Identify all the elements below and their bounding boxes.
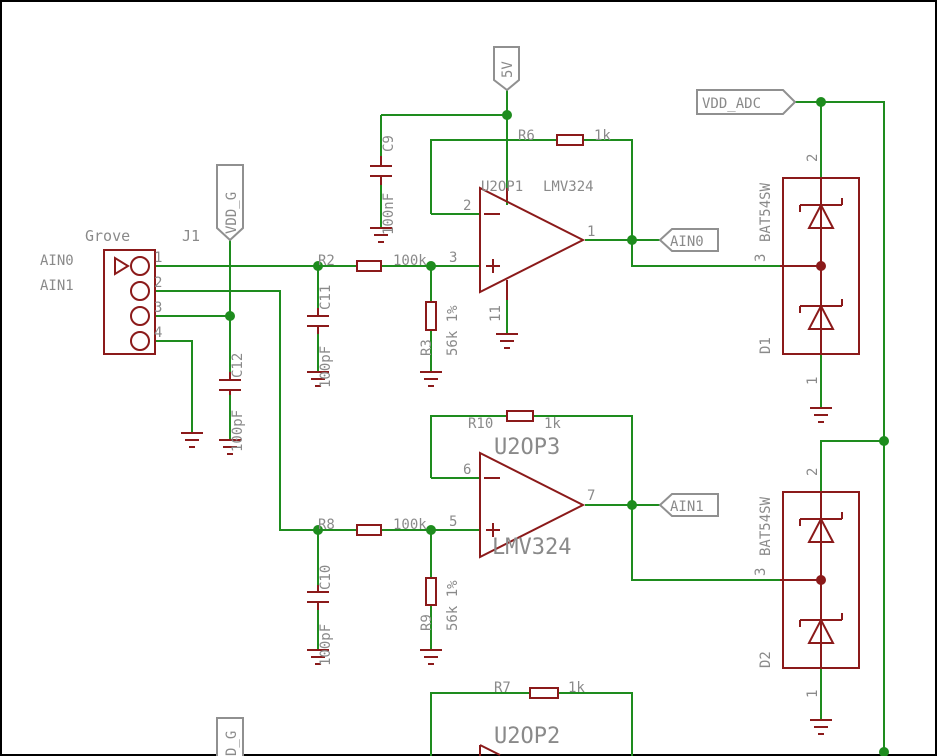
power-label-5v: 5V xyxy=(493,46,520,92)
diode-d1: BAT54SW D1 2 3 1 xyxy=(753,154,860,385)
capacitor-c9-ref: C9 xyxy=(381,135,397,152)
diode-d2-pin-3: 3 xyxy=(753,568,769,576)
capacitor-c11-ref: C11 xyxy=(318,285,334,310)
opamp-u2op1-value: LMV324 xyxy=(543,179,594,195)
diode-d2-value: BAT54SW xyxy=(758,496,774,556)
diode-d2-pin-1: 1 xyxy=(805,690,821,698)
net-label-vdd-adc: VDD_ADC xyxy=(696,89,797,115)
resistor-r9-ref: R9 xyxy=(419,614,435,631)
resistor-r8-value: 100k xyxy=(393,517,427,533)
opamp-u2op1-pin-out: 1 xyxy=(587,224,595,240)
resistor-r10-ref: R10 xyxy=(468,416,493,432)
ground-symbols xyxy=(181,227,832,735)
opamp-u2op1-pin-plus: 3 xyxy=(449,250,457,266)
resistor-r8-ref: R8 xyxy=(318,517,335,533)
resistor-r8: R8 100k xyxy=(318,517,427,536)
resistor-r2: R2 100k xyxy=(318,253,427,272)
connector-label-ain1: AIN1 xyxy=(40,278,74,294)
resistor-r7-value: 1k xyxy=(568,680,585,696)
capacitor-c10-ref: C10 xyxy=(318,565,334,590)
opamp-u2op2: U2OP2 xyxy=(479,724,560,756)
opamp-u2op3-ref: U2OP3 xyxy=(494,435,560,460)
net-label-ain0: AIN0 xyxy=(658,228,719,252)
resistor-r2-ref: R2 xyxy=(318,253,335,269)
connector-j1: Grove J1 AIN0 AIN1 1 2 3 4 xyxy=(40,227,200,355)
net-label-ain1: AIN1 xyxy=(658,493,719,517)
resistor-r9-value: 56k 1% xyxy=(445,580,461,631)
connector-ref: J1 xyxy=(182,227,200,245)
resistor-r7: R7 1k xyxy=(494,680,585,699)
resistor-r10-value: 1k xyxy=(544,416,561,432)
resistor-r3-ref: R3 xyxy=(419,339,435,356)
junctions xyxy=(225,97,889,756)
diode-d1-pin-3: 3 xyxy=(753,254,769,262)
power-label-vdd-g: VDD_G xyxy=(216,164,244,242)
net-label-vdd-adc-text: VDD_ADC xyxy=(702,96,761,112)
opamp-u2op1-pin-gnd: 11 xyxy=(488,305,504,322)
net-label-ain1-text: AIN1 xyxy=(670,499,704,515)
net-label-ain0-text: AIN0 xyxy=(670,234,704,250)
resistor-r10: R10 1k xyxy=(468,410,561,432)
capacitor-c10: C10 100pF xyxy=(307,565,334,666)
resistor-r6-ref: R6 xyxy=(518,128,535,144)
diode-d1-pin-2: 2 xyxy=(805,154,821,162)
capacitor-c9-value: 100nF xyxy=(381,193,397,235)
resistor-r7-ref: R7 xyxy=(494,680,511,696)
resistor-r9: R9 56k 1% xyxy=(419,577,461,631)
resistor-r3-value: 56k 1% xyxy=(445,305,461,356)
capacitor-c12-ref: C12 xyxy=(230,353,246,378)
opamp-u2op2-ref: U2OP2 xyxy=(494,724,560,749)
opamp-u2op1: U2OP1 LMV324 2 3 1 11 xyxy=(449,179,595,322)
wires xyxy=(155,90,885,756)
connector-pin-4: 4 xyxy=(154,325,162,341)
capacitor-c12: C12 100pF xyxy=(219,353,246,452)
capacitor-c11-value: 100pF xyxy=(318,346,334,388)
connector-pin-1: 1 xyxy=(154,250,162,266)
resistor-r6-value: 1k xyxy=(594,128,611,144)
opamp-u2op3-pin-out: 7 xyxy=(587,488,595,504)
capacitor-c12-value: 100pF xyxy=(230,410,246,452)
diode-d1-pin-1: 1 xyxy=(805,377,821,385)
opamp-u2op3: U2OP3 LMV324 6 5 7 xyxy=(449,435,595,560)
resistor-r3: R3 56k 1% xyxy=(419,301,461,356)
opamp-u2op1-ref: U2OP1 xyxy=(481,179,523,195)
resistor-r6: R6 1k xyxy=(518,128,611,146)
diode-d2: BAT54SW D2 2 3 1 xyxy=(753,468,860,698)
diode-d1-ref: D1 xyxy=(758,337,774,354)
diode-d1-value: BAT54SW xyxy=(758,182,774,242)
connector-pin-3: 3 xyxy=(154,300,162,316)
opamp-u2op3-pin-minus: 6 xyxy=(463,462,471,478)
opamp-u2op3-value: LMV324 xyxy=(492,535,571,560)
opamp-u2op3-pin-plus: 5 xyxy=(449,514,457,530)
power-label-vdd-g-text: VDD_G xyxy=(224,192,240,234)
connector-label-ain0: AIN0 xyxy=(40,253,74,269)
diode-d2-pin-2: 2 xyxy=(805,468,821,476)
capacitor-c10-value: 100pF xyxy=(318,624,334,666)
connector-pin-2: 2 xyxy=(154,275,162,291)
diode-d2-ref: D2 xyxy=(758,651,774,668)
power-label-vdd-g-lower-text: D_G xyxy=(224,731,240,756)
resistor-r2-value: 100k xyxy=(393,253,427,269)
capacitor-c11: C11 100pF xyxy=(307,285,334,388)
connector-name: Grove xyxy=(85,227,130,245)
power-label-5v-text: 5V xyxy=(500,61,516,78)
capacitor-c9: C9 100nF xyxy=(370,135,397,235)
opamp-u2op1-pin-minus: 2 xyxy=(463,198,471,214)
power-label-vdd-g-lower: D_G xyxy=(216,717,244,756)
